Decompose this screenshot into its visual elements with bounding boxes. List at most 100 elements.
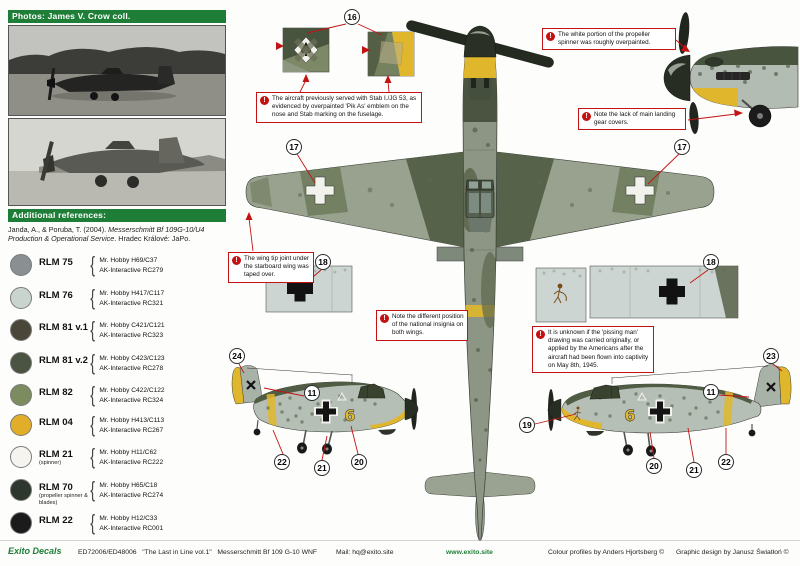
callout-19: 19: [519, 417, 535, 433]
paint-ak: AK-Interactive RC267: [99, 427, 164, 435]
canopy-top: [465, 179, 495, 232]
paint-ak: AK-Interactive RC279: [99, 267, 164, 275]
footer-website: www.exito.site: [446, 549, 493, 556]
fuel-triangle: [337, 391, 347, 401]
paint-ak: AK-Interactive RC323: [99, 332, 164, 340]
callout-20-left: 20: [351, 454, 367, 470]
spinner-side: [404, 397, 419, 421]
callout-18-left: 18: [315, 254, 331, 270]
annotation-arrows: [245, 39, 743, 252]
oil-cooler: [378, 429, 396, 435]
exclamation-icon: !: [380, 314, 389, 323]
note-text: The wing tip joint under the starboard w…: [244, 255, 310, 279]
paint-swatch: [10, 414, 32, 436]
footer-design-credit: Graphic design by Janusz Światłoń ©: [676, 549, 789, 556]
paint-swatch: [10, 479, 32, 501]
note-pik-as: ! The aircraft previously served with St…: [256, 92, 422, 123]
paint-swatch: [10, 287, 32, 309]
yellow-lower-cowl: [690, 88, 738, 109]
callout-21-right: 21: [686, 462, 702, 478]
callout-22-right: 22: [718, 454, 734, 470]
citation-pre: Janda, A., & Poruba, T. (2004).: [8, 225, 109, 234]
logo-text: Exito Decals: [8, 546, 62, 556]
photo-1-content: [9, 26, 225, 115]
photo-aircraft-side: [8, 25, 226, 116]
spinner-side: [663, 54, 691, 102]
paint-ak: AK-Interactive RC321: [99, 300, 164, 308]
product-subject: Messerschmitt Bf 109 G-10 WNF: [217, 549, 318, 556]
product-title: "The Last in Line vol.1": [142, 549, 212, 556]
oil-cooler: [586, 431, 604, 436]
fuselage-number: 6: [624, 406, 635, 425]
pissing-man-marking: [573, 406, 582, 421]
wing-cross-left: [305, 176, 335, 205]
paint-row-rlm70: RLM 70(propeller spinner & blades) { Mr.…: [10, 477, 228, 506]
pik-as-inset-taped: [282, 27, 330, 73]
photo-2-content: [9, 119, 225, 205]
paint-name: RLM 81 v.1: [39, 322, 88, 333]
paint-name: RLM 04: [39, 417, 73, 428]
photo-aircraft-front: [8, 118, 226, 206]
paint-hobby: Mr. Hobby H69/C37: [99, 257, 158, 264]
spinner-top: [463, 25, 497, 58]
yellow-cowl-band-top: [463, 56, 497, 78]
callout-11-left: 11: [304, 385, 320, 401]
note-text: The aircraft previously served with Stab…: [272, 95, 417, 119]
note-text: It is unknown if the 'pissing man' drawi…: [548, 329, 649, 369]
paint-ak: AK-Interactive RC001: [99, 525, 164, 533]
canopy-side: [357, 383, 386, 399]
propeller-top: [406, 20, 554, 68]
paint-name: RLM 76: [39, 290, 73, 301]
spinner-side: [547, 398, 562, 422]
paint-name: RLM 82: [39, 387, 73, 398]
callout-20-right: 20: [646, 458, 662, 474]
tail-marking: [246, 380, 256, 390]
paint-hobby: Mr. Hobby C423/C123: [99, 355, 165, 362]
paint-swatch: [10, 384, 32, 406]
citation-post: . Hradec Králové: JaPo.: [114, 234, 191, 244]
tail-band: [722, 389, 734, 431]
brace: {: [90, 350, 96, 375]
paint-note: (spinner): [39, 460, 62, 467]
product-code: ED72006/ED48006: [78, 549, 137, 556]
main-wheel: [748, 104, 772, 128]
paint-swatch: [10, 512, 32, 534]
callout-21-left: 21: [314, 460, 330, 476]
footer-colour-credit: Colour profiles by Anders Hjortsberg ©: [548, 549, 665, 556]
rudder: [231, 366, 245, 405]
citation-title: Messerschmitt Bf 109G-10/U4 Production &…: [8, 225, 205, 244]
exclamation-icon: !: [232, 256, 241, 265]
note-pissing-man: ! It is unknown if the 'pissing man' dra…: [532, 326, 654, 373]
paint-hobby: Mr. Hobby H65/C18: [99, 482, 158, 489]
footer-divider: [0, 540, 800, 541]
note-spinner: ! The white portion of the propeller spi…: [542, 28, 676, 51]
exhaust-stacks: [716, 72, 750, 80]
note-text: Note the lack of main landing gear cover…: [594, 111, 676, 127]
paint-hobby: Mr. Hobby H12/C33: [99, 515, 158, 522]
paint-name: RLM 21: [39, 449, 73, 460]
paint-name: RLM 81 v.2: [39, 355, 88, 366]
callout-22-left: 22: [274, 454, 290, 470]
references-header: Additional references:: [8, 209, 226, 222]
paint-hobby: Mr. Hobby H11/C62: [99, 449, 157, 456]
callout-17-left: 17: [286, 139, 302, 155]
exclamation-icon: !: [536, 330, 545, 339]
paint-note: (propeller spinner & blades): [39, 493, 88, 506]
note-text: Note the different position of the natio…: [392, 313, 464, 337]
paint-swatch: [10, 319, 32, 341]
left-profile-illustration: 6: [231, 365, 419, 455]
pissing-man-inset: [535, 267, 587, 323]
fuel-triangle: [637, 391, 647, 401]
callout-18-right: 18: [703, 254, 719, 270]
fuselage-number: 6: [344, 406, 355, 425]
paint-hobby: Mr. Hobby H417/C117: [99, 290, 165, 297]
paint-name: RLM 22: [39, 515, 73, 526]
paint-ak: AK-Interactive RC274: [99, 492, 164, 500]
reference-citation: Janda, A., & Poruba, T. (2004). Messersc…: [8, 225, 226, 244]
photos-header: Photos: James V. Crow coll.: [8, 10, 226, 23]
brace: {: [90, 252, 96, 277]
